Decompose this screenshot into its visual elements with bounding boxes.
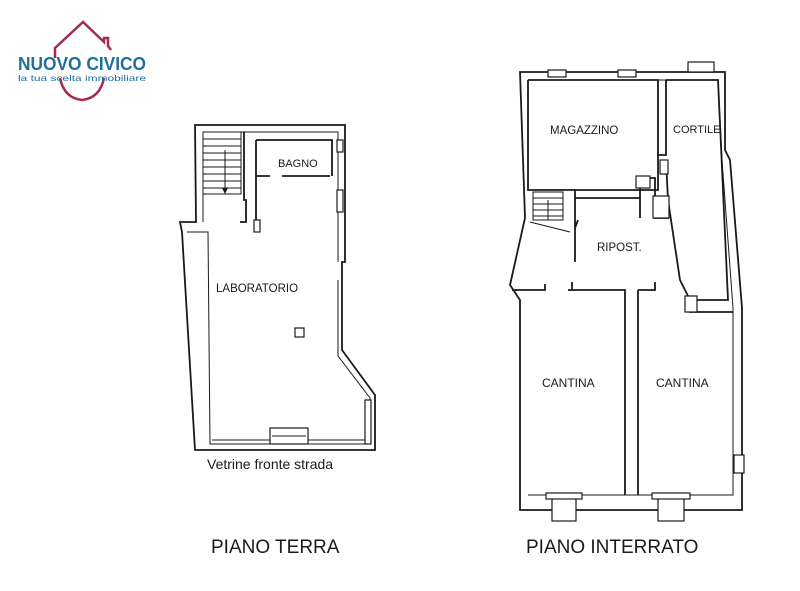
storeroom-walls: [574, 177, 669, 262]
logo-pin-icon: [58, 77, 106, 102]
storeroom-label: RIPOST.: [597, 242, 642, 254]
basement-plan: MAGAZZINO CORTILE RIPOST. CANTINA CANTIN…: [509, 61, 745, 558]
ground-floor-outer-wall: [178, 124, 376, 451]
ground-floor-title: PIANO TERRA: [211, 537, 340, 558]
courtyard-label: CORTILE: [673, 124, 720, 136]
basement-inner-wall: [528, 79, 734, 496]
bathroom-walls: [255, 139, 333, 232]
ground-floor-stair-wall: [240, 132, 247, 223]
logo-tagline: la tua scelta immobiliare: [18, 73, 146, 83]
courtyard-walls: [665, 79, 729, 301]
cellar-right-label: CANTINA: [656, 376, 709, 390]
logo-name: NUOVO CIVICO: [18, 54, 146, 74]
logo-house-icon: [53, 20, 112, 58]
storefront-note: Vetrine fronte strada: [207, 456, 333, 472]
ground-floor-stairs: [202, 131, 242, 195]
ground-floor-plan: BAGNO LABORATORIO Vetrine fronte strada …: [178, 124, 376, 558]
bathroom-label: BAGNO: [278, 158, 318, 170]
laboratory-label: LABORATORIO: [216, 283, 298, 295]
basement-title: PIANO INTERRATO: [526, 537, 698, 558]
basement-outer-wall: [509, 71, 743, 511]
storefront-windows: [212, 427, 368, 445]
storage-label: MAGAZZINO: [550, 125, 618, 137]
storage-room-walls: [527, 79, 667, 191]
logo: NUOVO CIVICO la tua scelta immobiliare: [18, 20, 146, 102]
cellar-left-label: CANTINA: [542, 376, 595, 390]
basement-stairs: [529, 191, 571, 233]
ground-floor-column: [294, 327, 305, 338]
